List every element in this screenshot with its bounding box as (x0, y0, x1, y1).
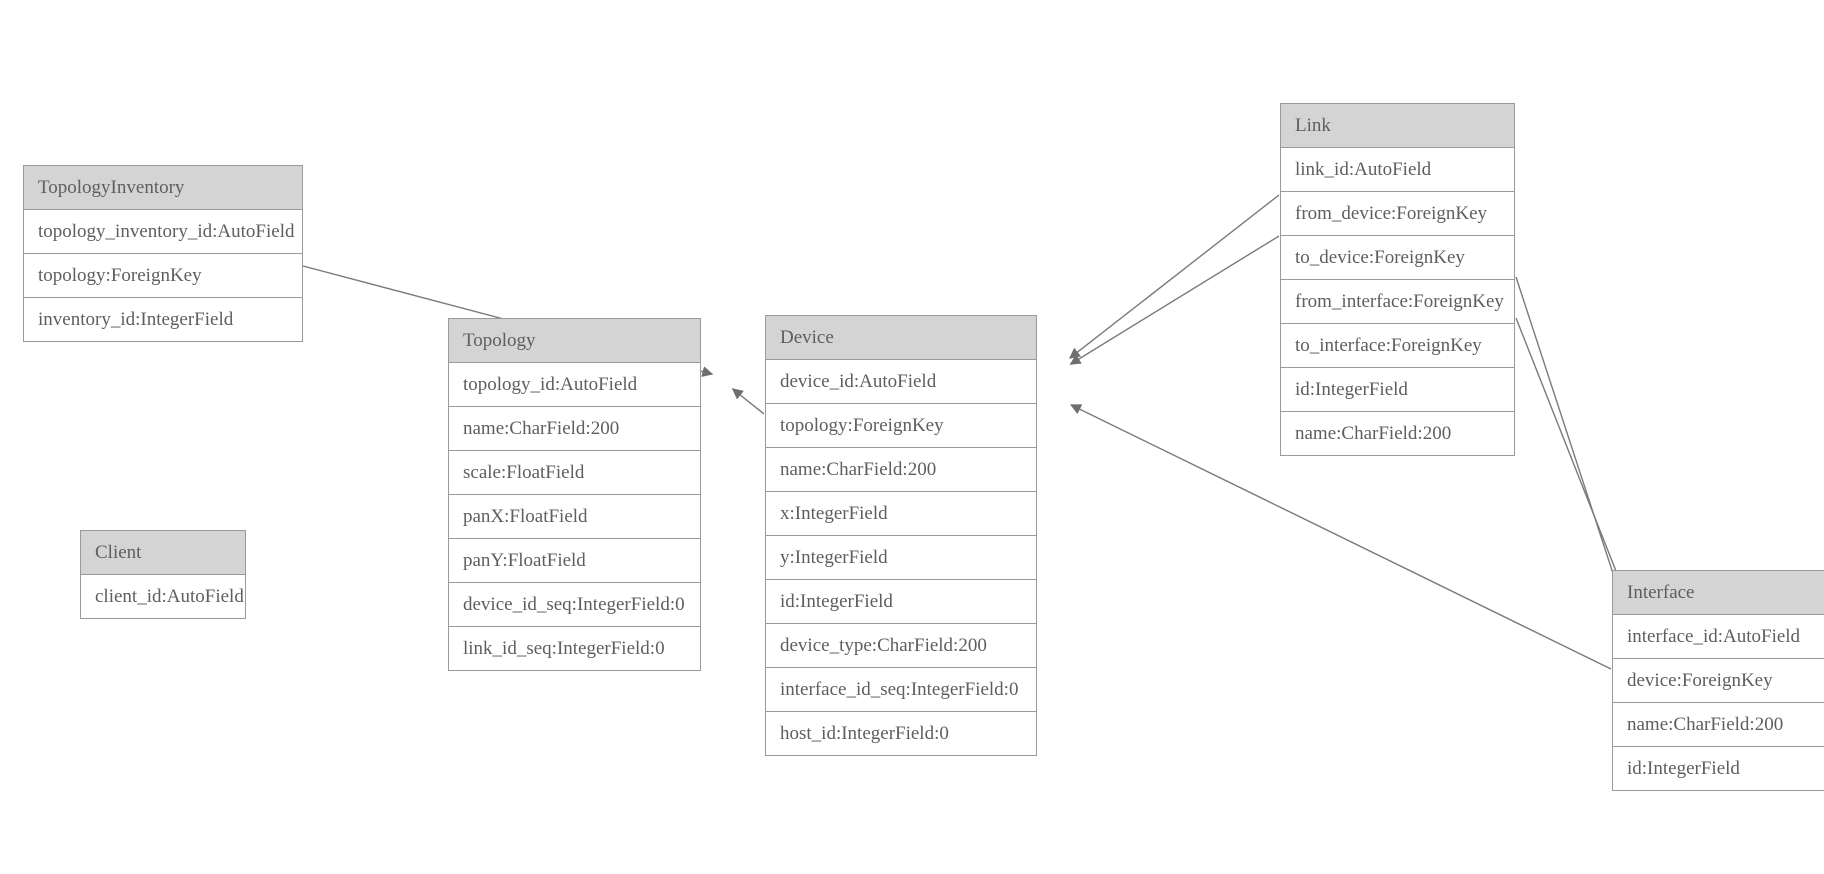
entity-field: from_device:ForeignKey (1281, 192, 1514, 236)
entity-field: client_id:AutoField (81, 575, 245, 618)
entity-field: topology:ForeignKey (766, 404, 1036, 448)
entity-title-device: Device (766, 316, 1036, 360)
entity-field: name:CharField:200 (766, 448, 1036, 492)
entity-field: panX:FloatField (449, 495, 700, 539)
relationship-edge-device-topology (731, 388, 765, 415)
entity-field: id:IntegerField (766, 580, 1036, 624)
entity-field: topology_id:AutoField (449, 363, 700, 407)
entity-field: topology:ForeignKey (24, 254, 302, 298)
entity-field: topology_inventory_id:AutoField (24, 210, 302, 254)
entity-field: name:CharField:200 (449, 407, 700, 451)
entity-field: x:IntegerField (766, 492, 1036, 536)
entity-field: device_id:AutoField (766, 360, 1036, 404)
entity-field: name:CharField:200 (1281, 412, 1514, 455)
entity-field: device_id_seq:IntegerField:0 (449, 583, 700, 627)
entity-field: id:IntegerField (1281, 368, 1514, 412)
entity-field: to_device:ForeignKey (1281, 236, 1514, 280)
entity-title-topology: Topology (449, 319, 700, 363)
relationship-edge-link-from-device (1068, 194, 1280, 359)
entity-title-link: Link (1281, 104, 1514, 148)
entity-field: id:IntegerField (1613, 747, 1824, 790)
entity-field: inventory_id:IntegerField (24, 298, 302, 341)
entity-field: name:CharField:200 (1613, 703, 1824, 747)
entity-title-client: Client (81, 531, 245, 575)
entity-field: host_id:IntegerField:0 (766, 712, 1036, 755)
entity-field: panY:FloatField (449, 539, 700, 583)
entity-field: from_interface:ForeignKey (1281, 280, 1514, 324)
entity-field: device:ForeignKey (1613, 659, 1824, 703)
relationship-edge-link-to-device (1069, 235, 1280, 365)
entity-title-topologyinventory: TopologyInventory (24, 166, 302, 210)
entity-field: link_id:AutoField (1281, 148, 1514, 192)
entity-field: device_type:CharField:200 (766, 624, 1036, 668)
relationship-edge-link-to-interface (1515, 317, 1629, 600)
relationship-edge-link-from-interface (1515, 276, 1624, 601)
entity-field-list-client: client_id:AutoField (81, 575, 245, 618)
entity-field: y:IntegerField (766, 536, 1036, 580)
entity-field: interface_id_seq:IntegerField:0 (766, 668, 1036, 712)
entity-field: to_interface:ForeignKey (1281, 324, 1514, 368)
entity-field: interface_id:AutoField (1613, 615, 1824, 659)
entity-field: link_id_seq:IntegerField:0 (449, 627, 700, 670)
entity-field: scale:FloatField (449, 451, 700, 495)
entity-title-interface: Interface (1613, 571, 1824, 615)
